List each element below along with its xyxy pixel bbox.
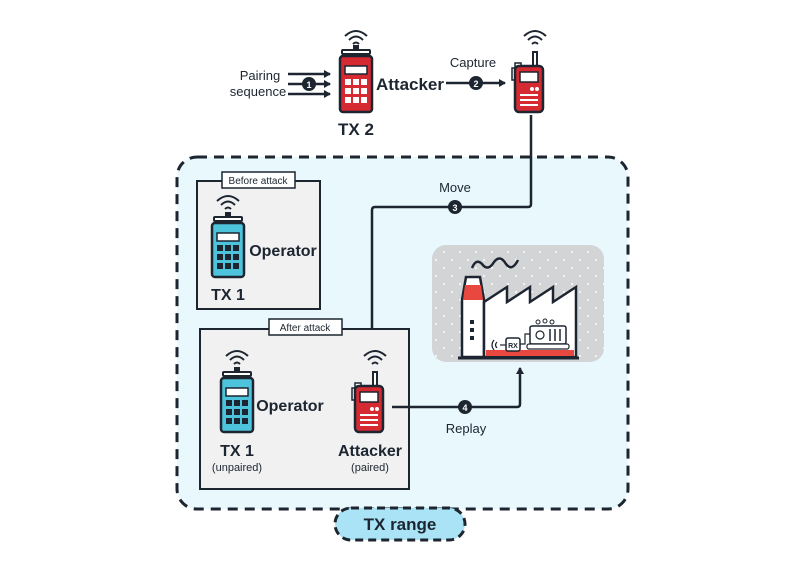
step-2-number: 2 <box>473 79 478 89</box>
tx-range-label: TX range <box>333 506 467 542</box>
operator-keypad-transmitter-icon <box>219 350 255 434</box>
attacker-walkie-talkie-icon <box>511 30 547 114</box>
operator-keypad-transmitter-icon <box>210 195 246 279</box>
before-attack-panel: Before attack Operator TX 1 <box>196 171 321 310</box>
step-1-badge <box>302 77 316 91</box>
replay-path: 4 Replay <box>392 367 524 436</box>
pairing-sequence: Pairing sequence 1 <box>230 68 331 99</box>
before-operator-label: Operator <box>249 243 317 260</box>
attacker-walkie-talkie-icon <box>351 350 387 434</box>
tx-range-text: TX range <box>364 515 437 534</box>
pairing-label-line1: Pairing <box>240 68 280 83</box>
smoke-icon <box>470 257 520 269</box>
machine-icon <box>526 318 570 350</box>
capture-label: Capture <box>450 55 496 70</box>
receiver-icon: RX <box>491 333 530 352</box>
step-1-number: 1 <box>306 80 311 90</box>
step-3-badge <box>448 200 462 214</box>
before-attack-title: Before attack <box>229 176 289 187</box>
capture-step: Capture 2 <box>446 55 506 90</box>
tx2-role: Attacker <box>376 75 444 94</box>
after-attack-title: After attack <box>280 323 332 334</box>
tx2-keypad-transmitter-icon <box>338 30 374 114</box>
move-label: Move <box>439 180 471 195</box>
after-attacker-status: (paired) <box>351 462 389 474</box>
step-4-number: 4 <box>462 403 467 413</box>
after-attack-panel: After attack Operator TX 1 (unpaired) <box>199 318 410 490</box>
after-tx-status: (unpaired) <box>212 462 262 474</box>
step-3-number: 3 <box>452 203 457 213</box>
after-operator-label: Operator <box>256 398 324 415</box>
before-tx-name: TX 1 <box>211 287 245 304</box>
step-2-badge <box>469 76 483 90</box>
tx2-name: TX 2 <box>338 120 374 139</box>
receiver-label: RX <box>508 343 518 350</box>
factory-icon: RX <box>432 245 604 362</box>
move-path: Move 3 <box>368 115 533 353</box>
replay-label: Replay <box>446 421 487 436</box>
step-4-badge <box>458 400 472 414</box>
after-attacker-label: Attacker <box>338 443 402 460</box>
wifi-signal-icon <box>523 30 547 45</box>
pairing-label-line2: sequence <box>230 84 286 99</box>
wifi-signal-icon <box>344 30 368 45</box>
after-tx-name: TX 1 <box>220 443 254 460</box>
